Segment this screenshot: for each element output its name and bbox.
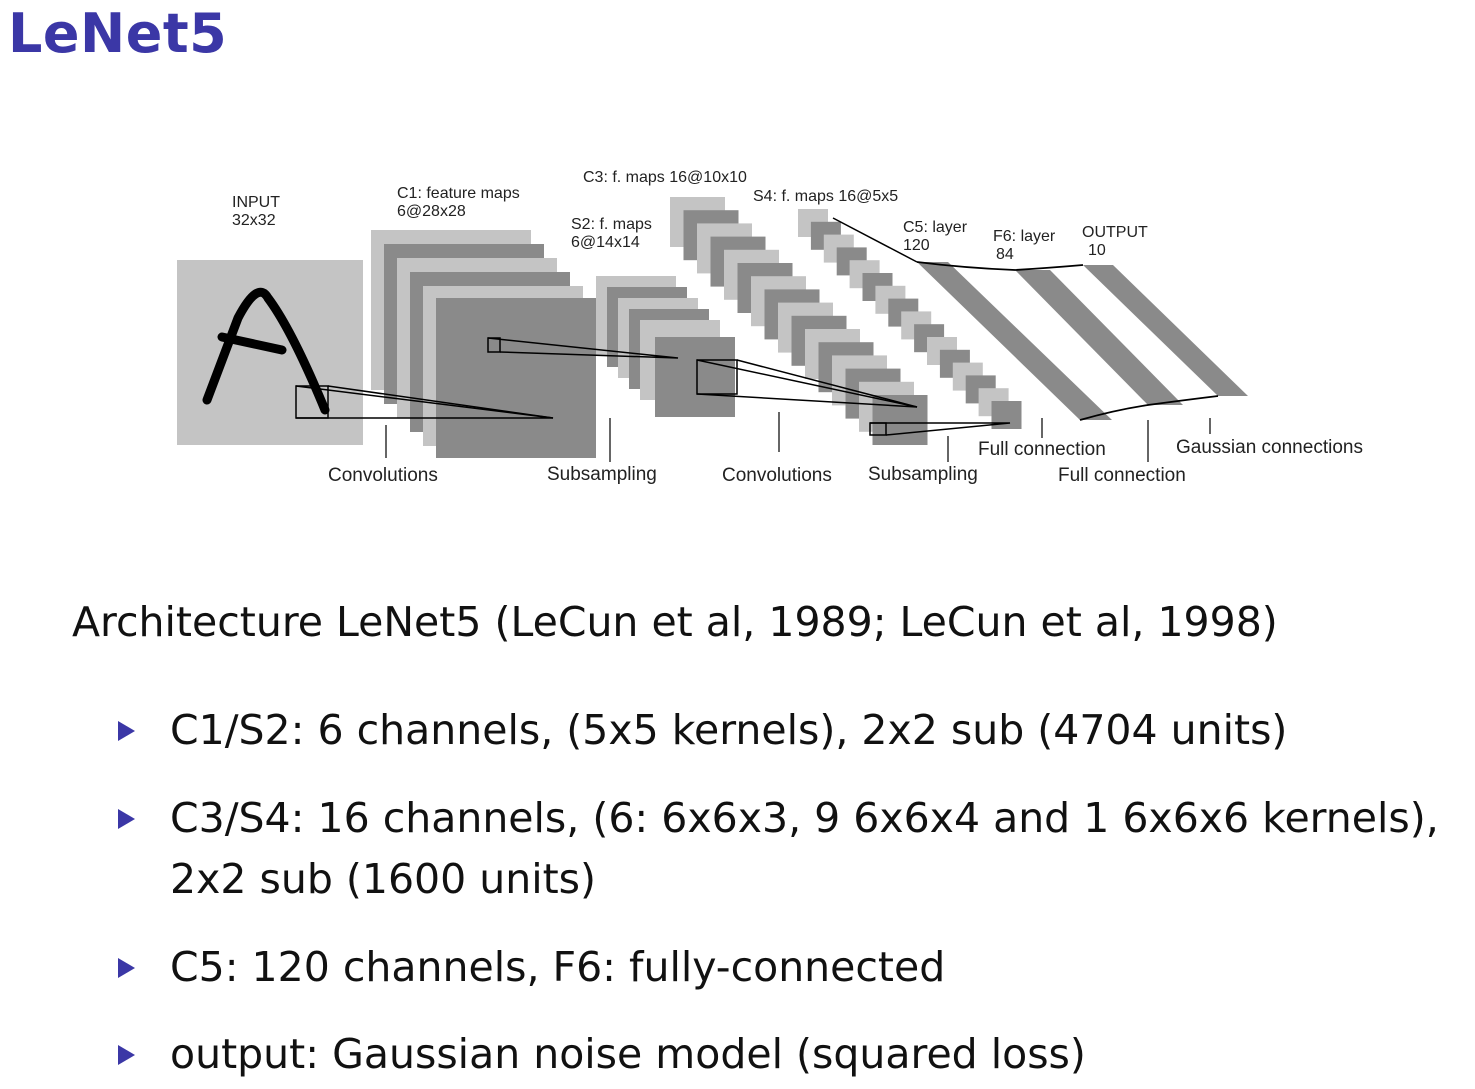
input-to-c1-connector [327, 385, 554, 419]
s4-layer-name: S4: f. maps 16@5x5 [753, 188, 898, 205]
bullet-item: output: Gaussian noise model (squared lo… [118, 1024, 1468, 1085]
bullet-item: C3/S4: 16 channels, (6: 6x6x3, 9 6x6x4 a… [118, 788, 1468, 910]
output-layer-size: 10 [1088, 242, 1106, 259]
handwritten-letter-a-bar [217, 332, 287, 355]
f6-layer-name: F6: layer [993, 228, 1056, 245]
c3-layer-name: C3: f. maps 16@10x10 [583, 169, 747, 186]
op-label-gaussian-connections: Gaussian connections [1176, 437, 1363, 458]
slide-caption: Architecture LeNet5 (LeCun et al, 1989; … [72, 598, 1278, 646]
output-layer-name: OUTPUT [1082, 224, 1148, 241]
op-label-convolutions-1: Convolutions [328, 465, 438, 486]
triangle-bullet-icon [118, 809, 135, 829]
input-layer-name: INPUT [232, 194, 280, 211]
triangle-bullet-icon [118, 721, 135, 741]
input-layer: INPUT 32x32 [177, 194, 363, 445]
input-image [177, 260, 363, 445]
op-label-subsampling-1: Subsampling [547, 464, 657, 485]
receptive-field-connectors [295, 337, 1011, 436]
op-label-full-connection-1: Full connection [978, 439, 1106, 460]
slide-title: LeNet5 [8, 2, 228, 65]
input-layer-size: 32x32 [232, 212, 276, 229]
operation-ticks [385, 412, 1211, 462]
op-label-subsampling-2: Subsampling [868, 464, 978, 485]
c3-to-s4-connector [870, 422, 1011, 436]
op-label-convolutions-2: Convolutions [722, 465, 832, 486]
bullet-text: C3/S4: 16 channels, (6: 6x6x3, 9 6x6x4 a… [170, 794, 1439, 903]
s4-feature-maps [798, 209, 1022, 429]
c1-to-s2-connector [487, 337, 679, 359]
bullet-item: C5: 120 channels, F6: fully-connected [118, 937, 1468, 998]
handwritten-letter-a [202, 287, 330, 415]
s2-map [655, 337, 735, 417]
c5-layer-name: C5: layer [903, 219, 968, 236]
c1-layer-name: C1: feature maps [397, 185, 520, 202]
bullet-item: C1/S2: 6 channels, (5x5 kernels), 2x2 su… [118, 700, 1468, 761]
s2-layer-name: S2: f. maps [571, 216, 652, 233]
lenet5-architecture-diagram: INPUT 32x32 C1: feature maps 6@28x28 S2:… [177, 169, 1363, 486]
output-layer-band [1083, 265, 1248, 396]
c1-map [436, 298, 596, 458]
s2-kernel-window [696, 359, 738, 395]
c1-layer-size: 6@28x28 [397, 203, 466, 220]
bullet-text: output: Gaussian noise model (squared lo… [170, 1030, 1086, 1078]
dense-connection-bottom [1079, 395, 1219, 421]
dense-layers: C5: layer 120 F6: layer 84 OUTPUT 10 [832, 217, 1248, 421]
op-label-full-connection-2: Full connection [1058, 465, 1186, 486]
s2-layer-size: 6@14x14 [571, 234, 640, 251]
f6-layer-size: 84 [996, 246, 1014, 263]
f6-layer-band [1015, 270, 1183, 405]
s2-feature-maps: S2: f. maps 6@14x14 [571, 216, 735, 417]
triangle-bullet-icon [118, 1045, 135, 1065]
s2-to-c3-connector [736, 359, 918, 408]
bullet-text: C5: 120 channels, F6: fully-connected [170, 943, 946, 991]
c5-layer-band [917, 262, 1112, 420]
dense-connection-top [916, 261, 1084, 271]
s4-to-c5-connector [832, 217, 918, 263]
c1-feature-maps: C1: feature maps 6@28x28 [371, 185, 596, 458]
triangle-bullet-icon [118, 958, 135, 978]
c5-layer-size: 120 [903, 237, 930, 254]
bullet-text: C1/S2: 6 channels, (5x5 kernels), 2x2 su… [170, 706, 1288, 754]
operation-labels: Convolutions Subsampling Convolutions Su… [328, 437, 1363, 486]
